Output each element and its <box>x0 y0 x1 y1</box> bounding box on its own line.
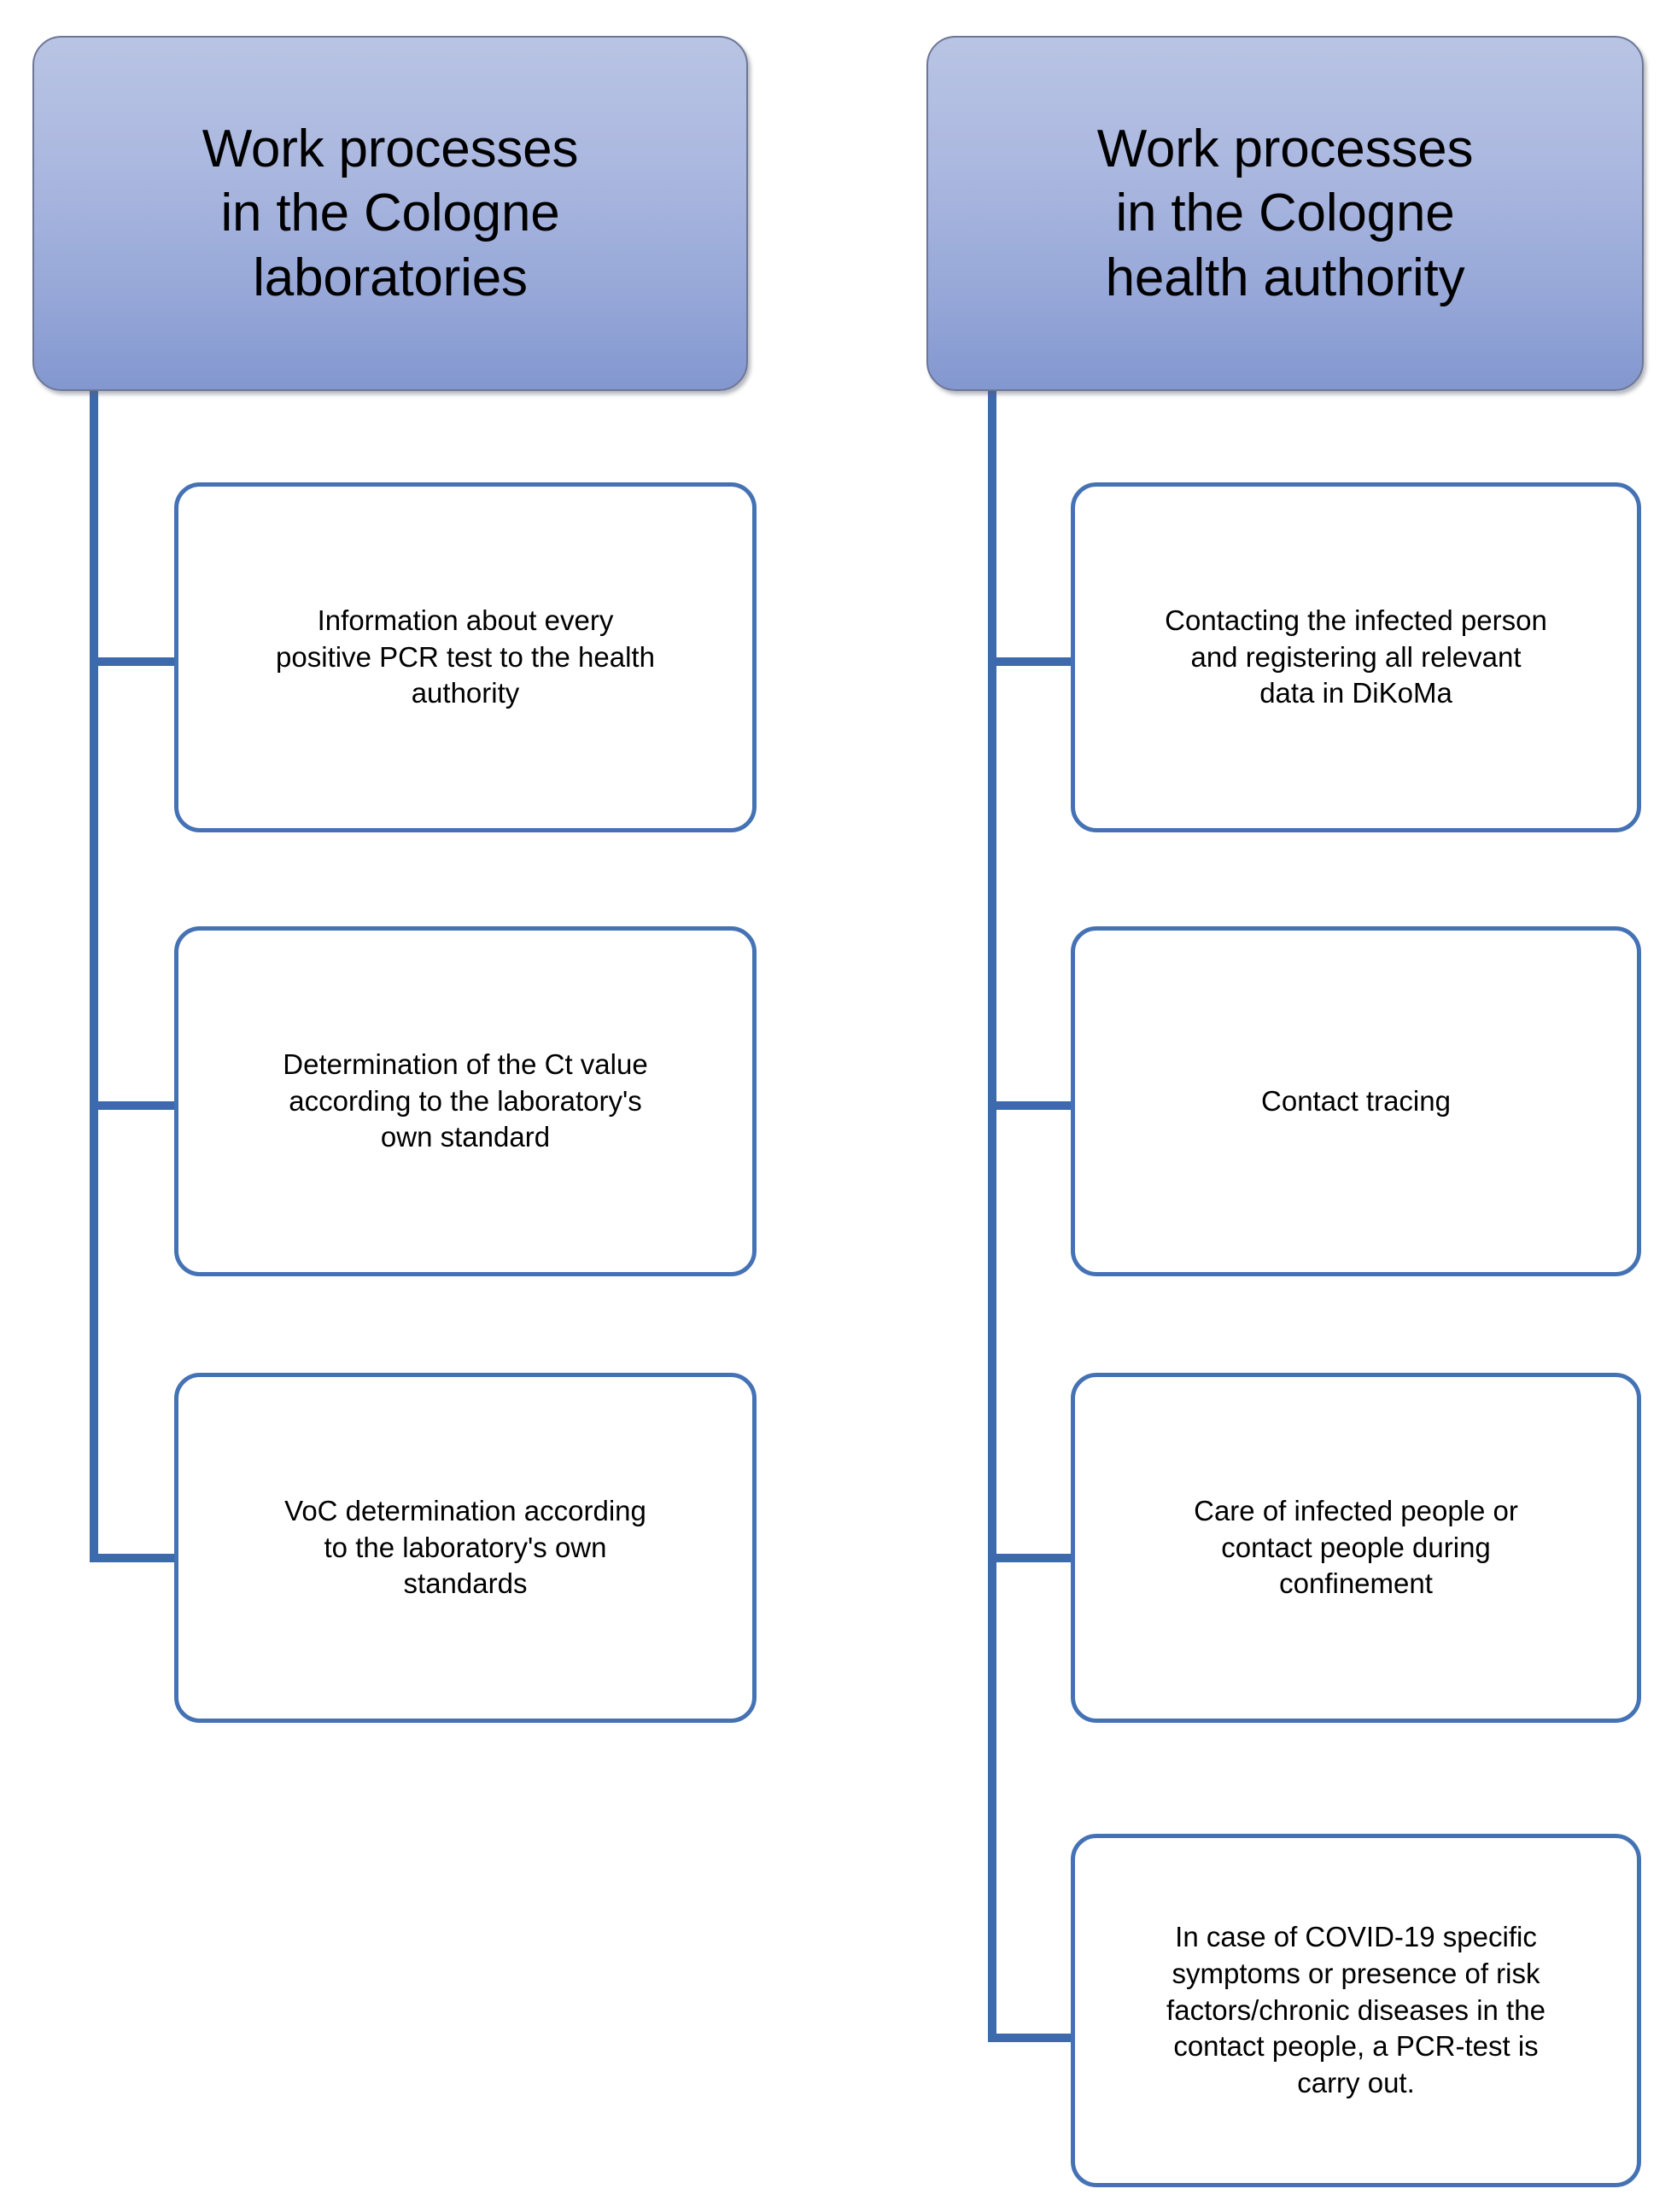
process-box-right-2[interactable]: Contact tracing <box>1071 926 1641 1276</box>
header-box-laboratories: Work processes in the Cologne laboratori… <box>32 36 748 391</box>
connector-branch-right-3 <box>988 1554 1093 1562</box>
connector-branch-right-4 <box>988 2034 1093 2042</box>
process-label-right-3: Care of infected people or contact peopl… <box>1194 1494 1518 1600</box>
process-box-left-3[interactable]: VoC determination according to the labor… <box>174 1373 757 1723</box>
header-label-health-authority: Work processes in the Cologne health aut… <box>1096 119 1474 307</box>
connector-trunk-right <box>988 386 996 2042</box>
process-label-left-1: Information about every positive PCR tes… <box>276 604 655 709</box>
connector-branch-left-3 <box>90 1554 195 1562</box>
connector-branch-left-2 <box>90 1101 195 1110</box>
process-label-left-2: Determination of the Ct value according … <box>283 1048 648 1153</box>
process-label-right-4: In case of COVID-19 specific symptoms or… <box>1166 1920 1546 2099</box>
process-label-left-3: VoC determination according to the labor… <box>284 1494 646 1600</box>
connector-branch-right-1 <box>988 657 1093 666</box>
header-label-laboratories: Work processes in the Cologne laboratori… <box>202 119 579 307</box>
process-box-left-1[interactable]: Information about every positive PCR tes… <box>174 482 757 832</box>
connector-branch-left-1 <box>90 657 195 666</box>
process-box-left-2[interactable]: Determination of the Ct value according … <box>174 926 757 1276</box>
process-box-right-4[interactable]: In case of COVID-19 specific symptoms or… <box>1071 1834 1641 2187</box>
process-label-right-1: Contacting the infected person and regis… <box>1165 604 1547 709</box>
header-box-health-authority: Work processes in the Cologne health aut… <box>926 36 1644 391</box>
connector-trunk-left <box>90 386 98 1562</box>
process-label-right-2: Contact tracing <box>1261 1084 1451 1117</box>
connector-branch-right-2 <box>988 1101 1093 1110</box>
process-box-right-1[interactable]: Contacting the infected person and regis… <box>1071 482 1641 832</box>
process-box-right-3[interactable]: Care of infected people or contact peopl… <box>1071 1373 1641 1723</box>
